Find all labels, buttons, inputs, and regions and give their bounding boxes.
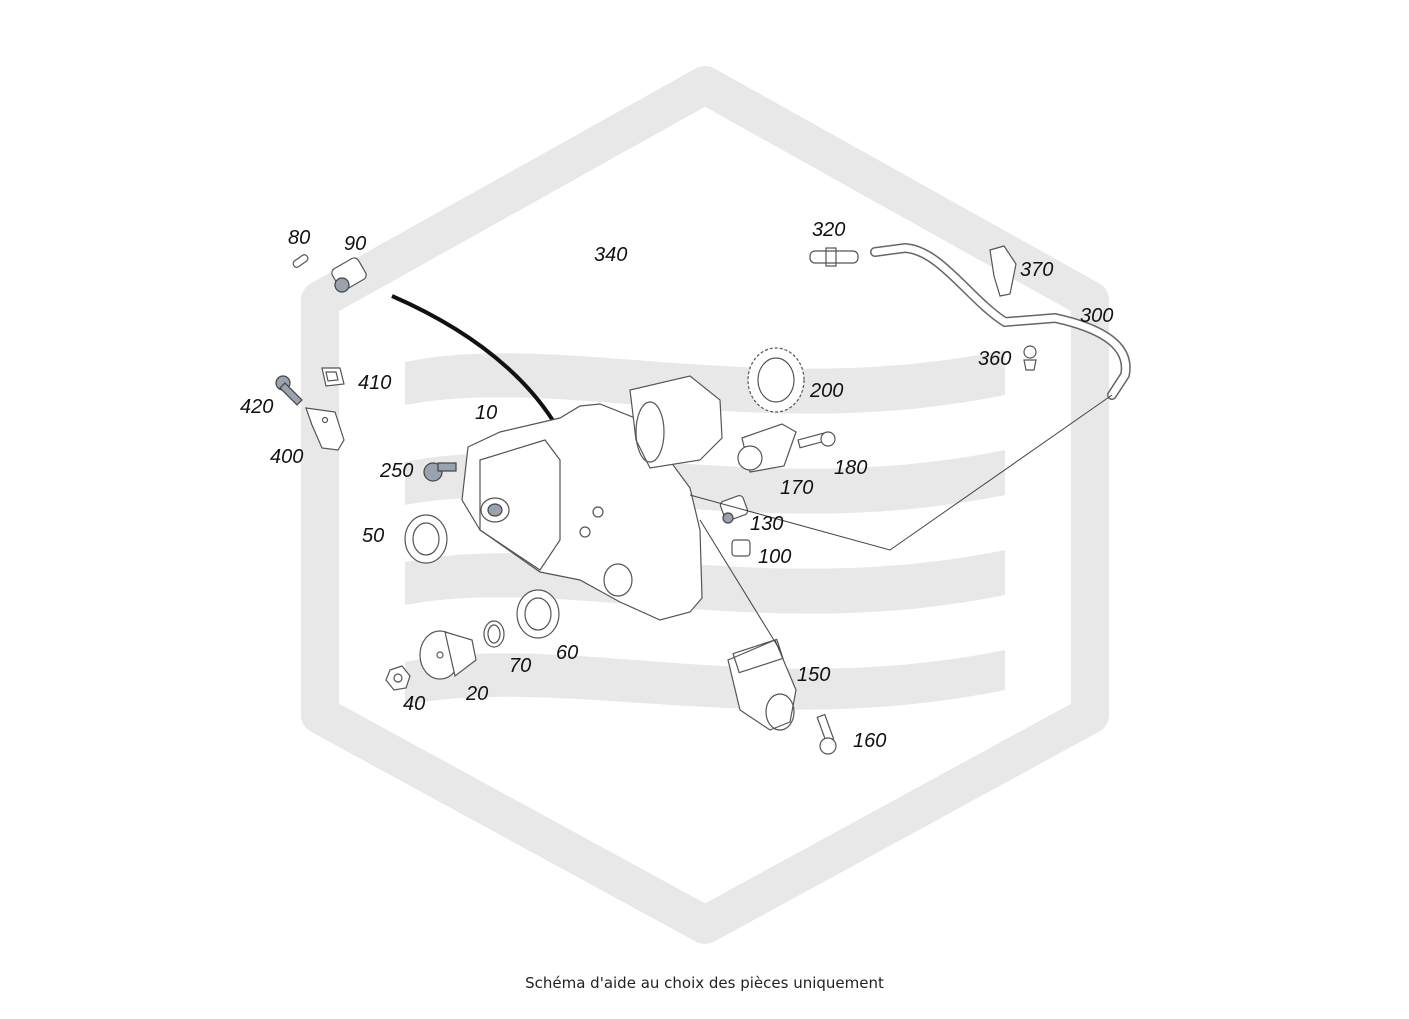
callout-160[interactable]: 160 — [853, 730, 887, 752]
part-100-plug[interactable] — [731, 539, 751, 557]
part-160-bolt[interactable] — [816, 713, 837, 755]
callout-90[interactable]: 90 — [344, 233, 367, 255]
part-70-oring[interactable] — [483, 620, 505, 648]
callout-50[interactable]: 50 — [362, 525, 385, 547]
callout-370[interactable]: 370 — [1020, 259, 1054, 281]
callout-250[interactable]: 250 — [380, 460, 414, 482]
part-170-actuator[interactable] — [737, 423, 797, 473]
part-300-hose[interactable] — [870, 242, 1131, 400]
part-60-seal[interactable] — [516, 589, 560, 639]
part-410-clip[interactable] — [321, 367, 345, 387]
callout-410[interactable]: 410 — [358, 372, 392, 394]
callout-360[interactable]: 360 — [978, 348, 1012, 370]
part-200-bearing[interactable] — [747, 347, 805, 413]
callout-300[interactable]: 300 — [1080, 305, 1114, 327]
callout-20[interactable]: 20 — [466, 683, 489, 705]
part-20-flange[interactable] — [419, 630, 477, 680]
callout-400[interactable]: 400 — [270, 446, 304, 468]
callout-320[interactable]: 320 — [812, 219, 846, 241]
callout-60[interactable]: 60 — [556, 642, 579, 664]
callout-150[interactable]: 150 — [797, 664, 831, 686]
callout-180[interactable]: 180 — [834, 457, 868, 479]
part-90-sensor[interactable] — [330, 256, 368, 293]
part-340-hose[interactable] — [491, 244, 787, 291]
callout-340[interactable]: 340 — [594, 244, 628, 266]
part-10-housing[interactable] — [461, 375, 723, 621]
callout-200[interactable]: 200 — [810, 380, 844, 402]
part-40-nut[interactable] — [385, 665, 411, 691]
part-150-motor[interactable] — [727, 638, 797, 731]
part-50-seal[interactable] — [404, 514, 448, 564]
callout-10[interactable]: 10 — [475, 402, 498, 424]
part-420-bolt[interactable] — [275, 375, 303, 406]
part-370-clamp[interactable] — [989, 245, 1017, 297]
part-130-sensor[interactable] — [719, 494, 749, 524]
callout-170[interactable]: 170 — [780, 477, 814, 499]
callout-80[interactable]: 80 — [288, 227, 311, 249]
part-180-bolt[interactable] — [797, 431, 836, 449]
part-360-clip[interactable] — [1023, 345, 1037, 371]
part-320-connector[interactable] — [809, 247, 859, 267]
part-400-bracket[interactable] — [305, 407, 345, 451]
leader-lines — [689, 394, 1113, 651]
watermark-logo — [301, 66, 1109, 944]
diagram-caption: Schéma d'aide au choix des pièces unique… — [525, 974, 884, 992]
callout-100[interactable]: 100 — [758, 546, 792, 568]
part-80-pin[interactable] — [292, 254, 309, 269]
callout-70[interactable]: 70 — [509, 655, 532, 677]
callout-40[interactable]: 40 — [403, 693, 426, 715]
part-250-bolt[interactable] — [423, 462, 457, 482]
callout-130[interactable]: 130 — [750, 513, 784, 535]
callout-420[interactable]: 420 — [240, 396, 274, 418]
